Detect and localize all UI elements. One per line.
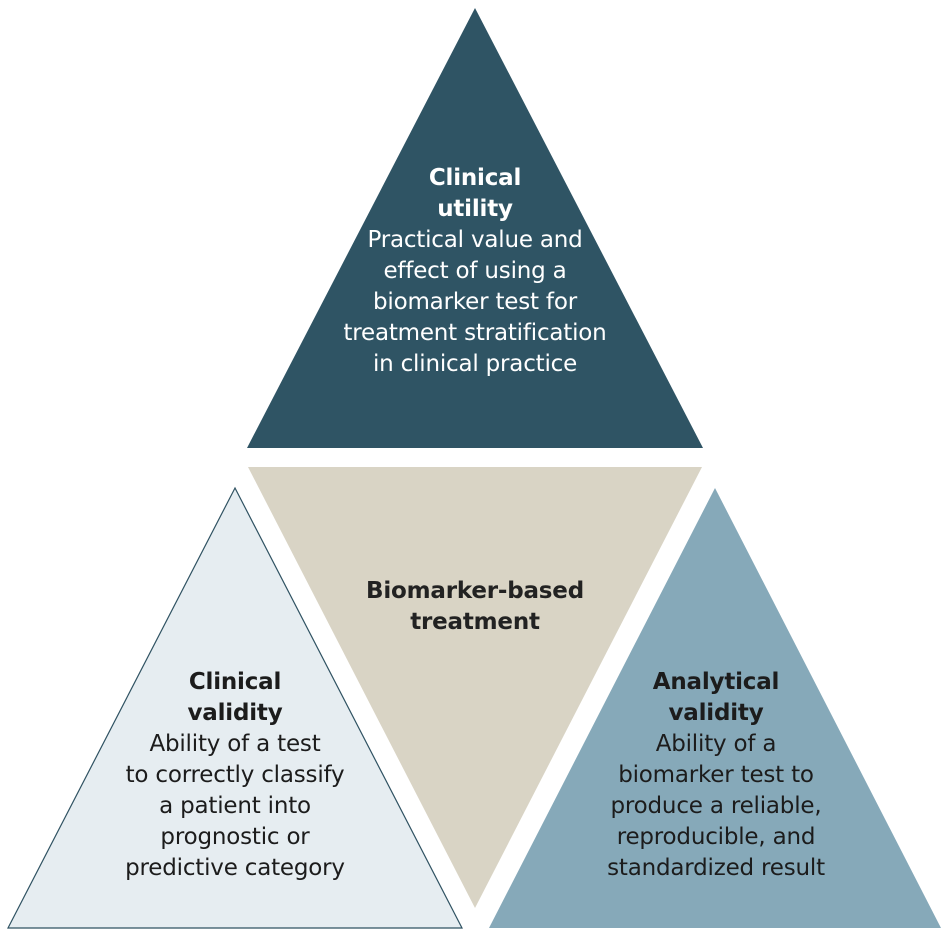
triangle-center-biomarker-treatment [248,467,702,908]
triangle-top-clinical-utility [247,8,703,448]
triangle-right-analytical-validity [489,488,941,928]
triangle-left-clinical-validity [7,486,463,929]
